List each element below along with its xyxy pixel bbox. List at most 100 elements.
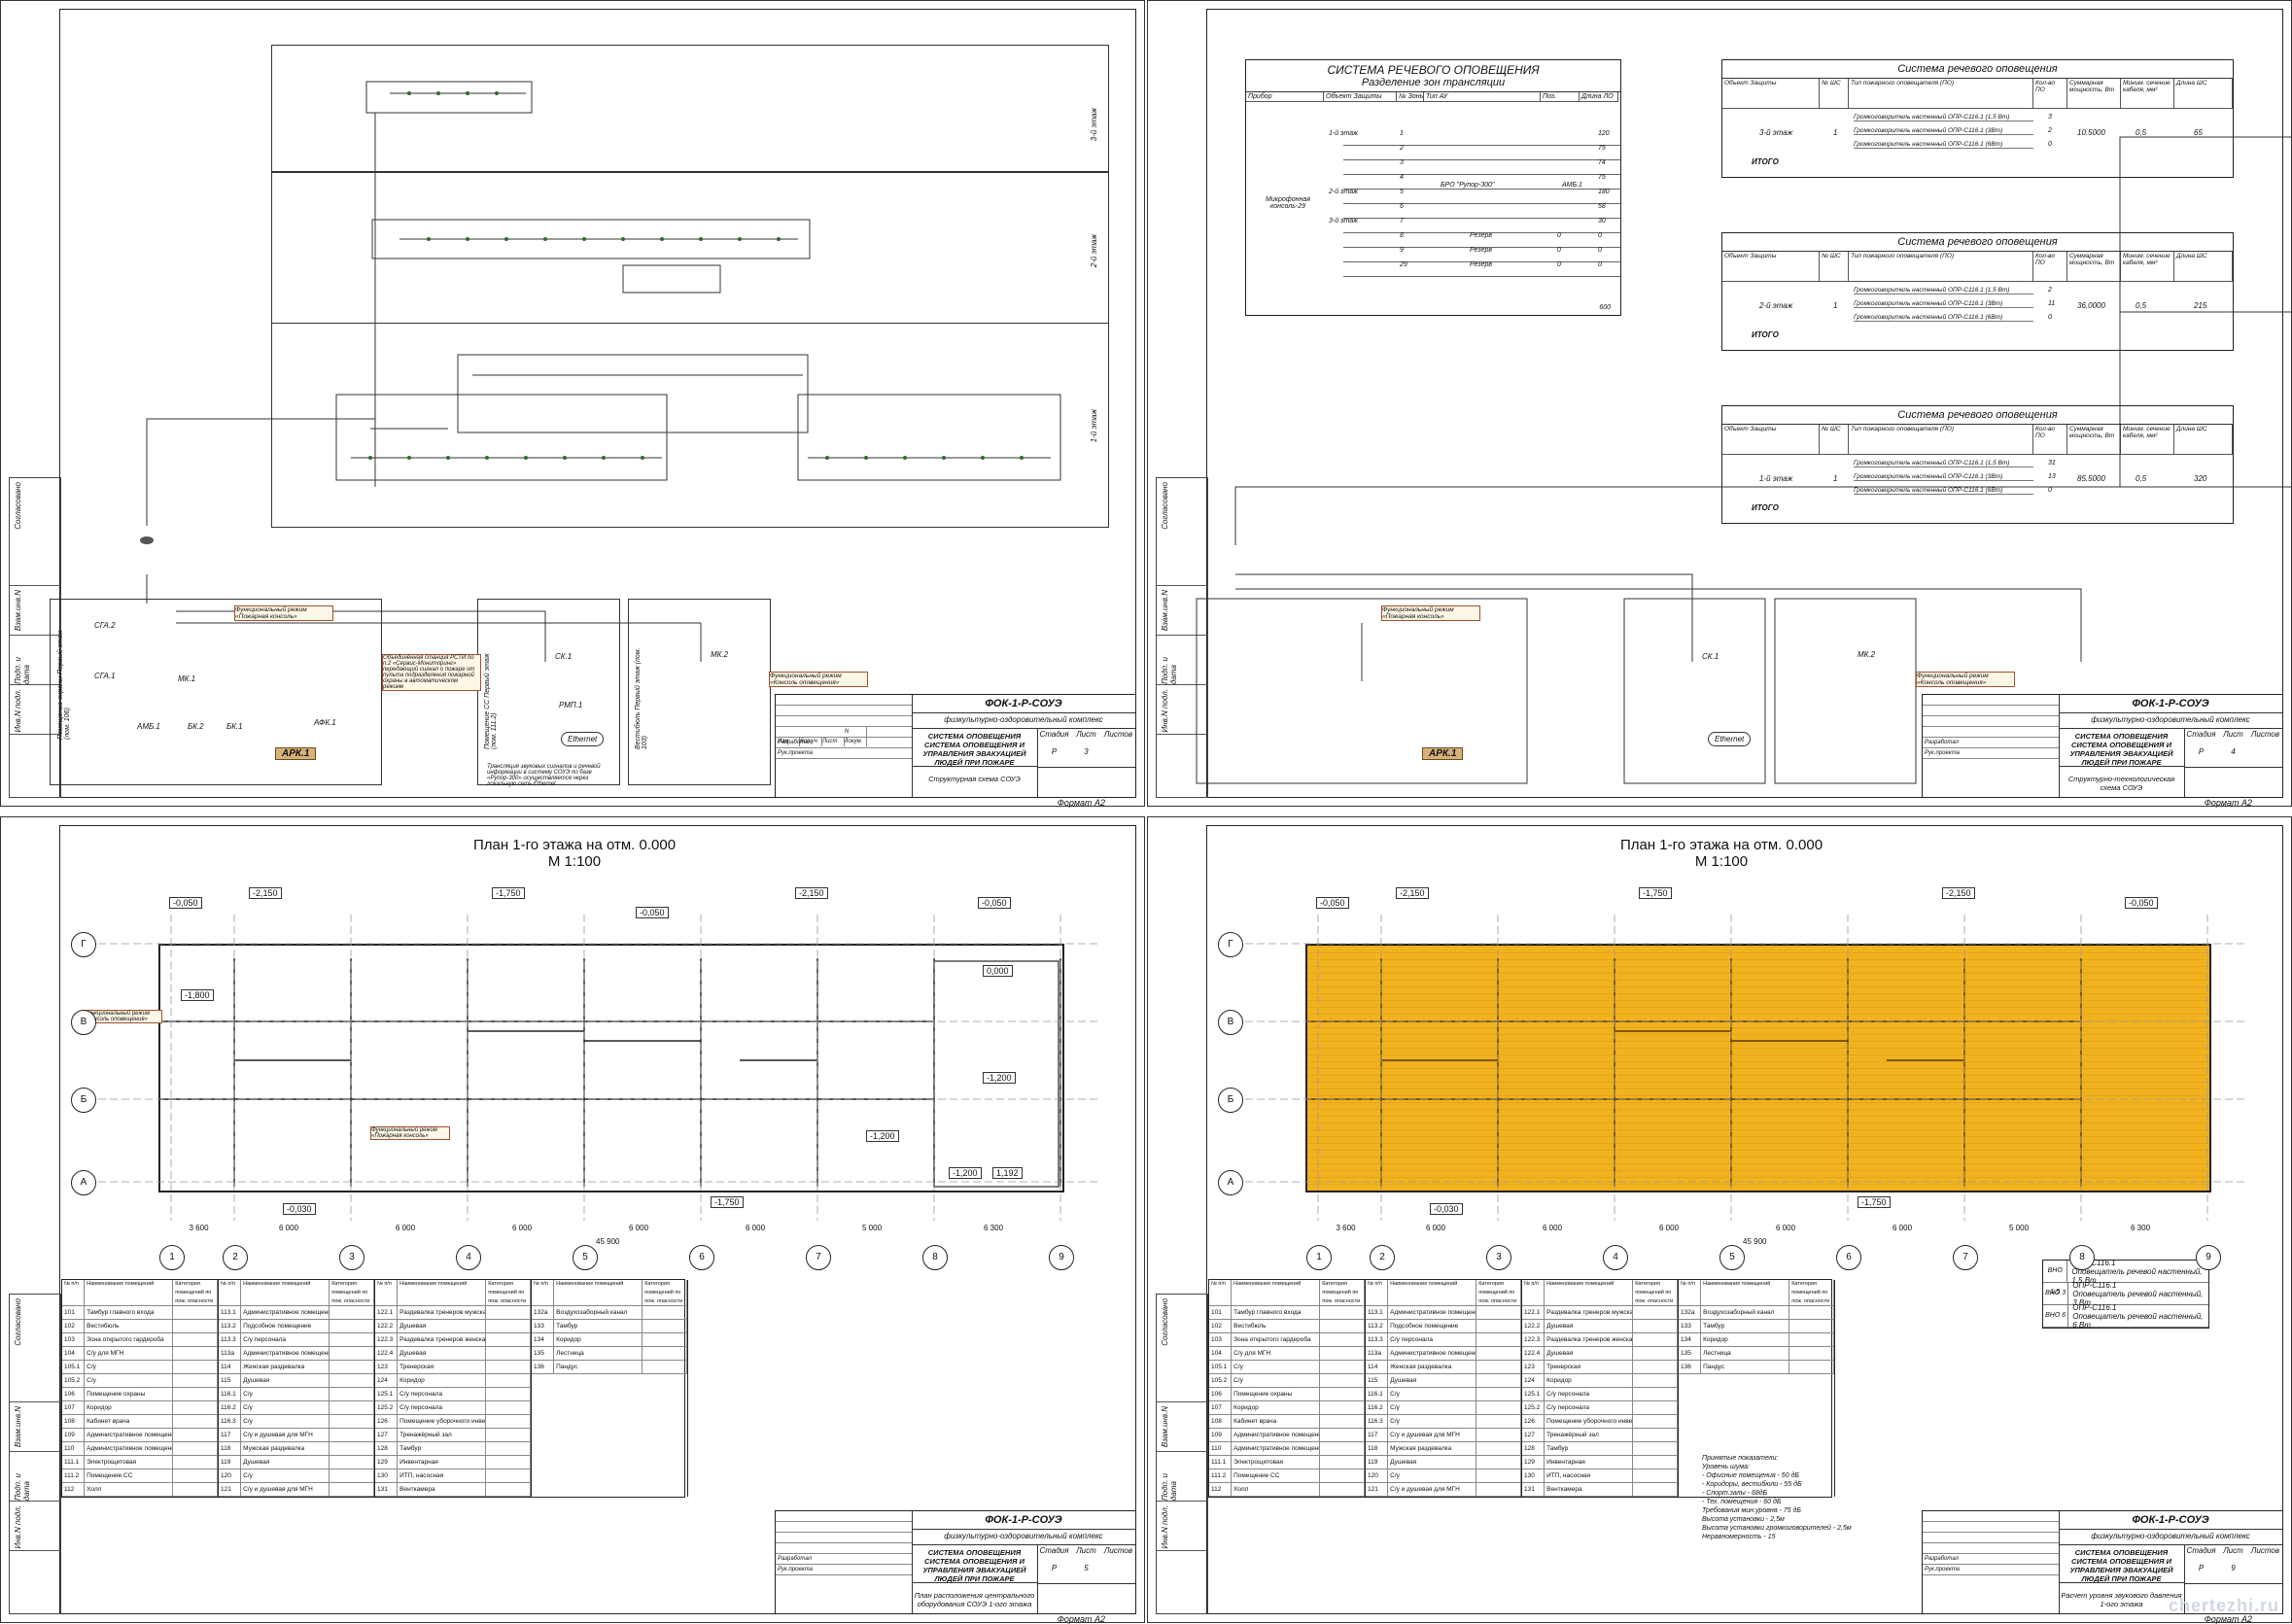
room-number: 130 xyxy=(375,1469,399,1482)
room-number: 113а xyxy=(219,1347,242,1360)
room-name: С/у xyxy=(85,1361,174,1373)
room-number: 123 xyxy=(1522,1361,1545,1373)
room-category xyxy=(486,1388,531,1400)
room-number: 107 xyxy=(1209,1401,1233,1414)
header-cell: № п/п xyxy=(1209,1280,1233,1305)
note-line: - Тех. помещения - 60 дБ xyxy=(1702,1499,1782,1505)
room-category xyxy=(486,1361,531,1373)
loop-number: 1 xyxy=(1833,128,1838,137)
note-rsti: Объединённая станция РСТИ по п.2 «Сервис… xyxy=(382,654,481,691)
axis-y-marker: В xyxy=(71,1010,96,1035)
note-alert-console: Функциональный режим «Консоль оповещения… xyxy=(769,672,868,687)
loop-length: 320 xyxy=(2194,474,2207,483)
loop-length: 215 xyxy=(2194,301,2207,310)
room-category xyxy=(173,1456,218,1469)
total-dimension: 45 900 xyxy=(596,1237,620,1246)
dimension-value: 6 300 xyxy=(984,1224,1004,1232)
total-power: 85.5000 xyxy=(2077,474,2105,483)
header-cell: № п/п xyxy=(375,1280,399,1305)
doc-code: ФОК-1-Р-СОУЭ xyxy=(912,695,1135,713)
room-category xyxy=(642,1361,687,1373)
room-number: 125.1 xyxy=(375,1388,399,1400)
room-number: 106 xyxy=(1209,1388,1233,1400)
level-mark: 1,192 xyxy=(992,1167,1023,1179)
header-cell: Наименование помещений xyxy=(1388,1280,1477,1305)
header-cell: Категория помещений по пож. опасности xyxy=(173,1280,218,1305)
room-category xyxy=(330,1333,374,1346)
room-number: 101 xyxy=(1209,1306,1233,1319)
sheet-frame xyxy=(1206,9,2283,798)
room-name: С/у xyxy=(1388,1401,1477,1414)
room-number: 111.2 xyxy=(1209,1469,1233,1482)
room-name: Административное помещение xyxy=(1388,1306,1477,1319)
loop-length: 65 xyxy=(2194,128,2203,137)
room-category xyxy=(1633,1415,1678,1428)
room-category xyxy=(1476,1483,1521,1496)
axis-y-marker: А xyxy=(71,1170,96,1195)
room-name: Пандус xyxy=(554,1361,643,1373)
zone-length: 30 xyxy=(1598,218,1606,225)
room-name: Душевая xyxy=(398,1347,487,1360)
total-power: 10.5000 xyxy=(2077,128,2105,137)
room-number: 117 xyxy=(219,1429,242,1441)
axis-y-marker: Г xyxy=(1218,932,1243,957)
room-number: 113.3 xyxy=(219,1333,242,1346)
total-label: ИТОГО xyxy=(1752,503,1779,512)
room-name: Административное помещение xyxy=(1232,1442,1321,1455)
sheet-structural-scheme: Согласовано Взам.инв.N Подп. и дата Инв.… xyxy=(0,0,1145,808)
level-mark: -1,200 xyxy=(983,1072,1016,1084)
room-category xyxy=(330,1374,374,1387)
room-name: Помещение СС xyxy=(1232,1469,1321,1482)
header-cell: Категория помещений по пож. опасности xyxy=(642,1280,687,1305)
room-name: Административное помещение xyxy=(1232,1429,1321,1441)
room-name: С/у xyxy=(241,1401,330,1414)
room-category xyxy=(330,1429,374,1441)
room-category xyxy=(1320,1361,1365,1373)
level-mark: -1,200 xyxy=(866,1130,899,1142)
room-number: 122.2 xyxy=(375,1320,399,1332)
axis-x-marker: 9 xyxy=(2196,1245,2221,1270)
room-name: Тамбур xyxy=(1701,1320,1790,1332)
sheet-subtitle: Структурная схема СОУЭ xyxy=(912,767,1038,797)
room-number: 122.4 xyxy=(375,1347,399,1360)
room-name: Вестибюль xyxy=(85,1320,174,1332)
level-mark: -0,050 xyxy=(978,897,1011,909)
room-name: Лестница xyxy=(1701,1347,1790,1360)
zone-length: 180 xyxy=(1598,189,1610,195)
room-name: Тамбур xyxy=(398,1442,487,1455)
room-name: Лестница xyxy=(554,1347,643,1360)
speaker-type: Громкоговоритель настенный ОПР-С116.1 (6… xyxy=(1854,487,2033,495)
device-mk1: МК.1 xyxy=(178,674,196,683)
speaker-type: Громкоговоритель настенный ОПР-С116.1 (6… xyxy=(1854,314,2033,322)
room-category xyxy=(1476,1320,1521,1332)
room-category xyxy=(1320,1320,1365,1332)
room-name: Кабинет врача xyxy=(1232,1415,1321,1428)
speaker-type: Громкоговоритель настенный ОПР-С116.1 (1… xyxy=(1854,287,2033,294)
axis-y-marker: А xyxy=(1218,1170,1243,1195)
